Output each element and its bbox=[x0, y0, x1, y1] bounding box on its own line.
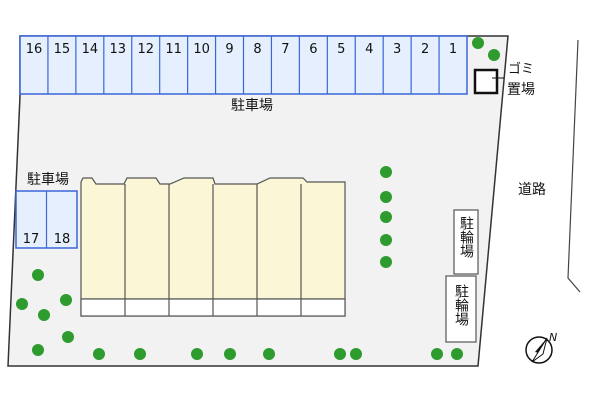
garbage-label-line2: 置場 bbox=[507, 82, 535, 98]
tree-icon bbox=[32, 269, 44, 281]
tree-icon bbox=[263, 348, 275, 360]
parking-space-1: 1 bbox=[449, 42, 457, 57]
compass-icon: N bbox=[525, 331, 557, 364]
road-edge-line bbox=[567, 39, 581, 293]
parking-space-10: 10 bbox=[193, 42, 210, 57]
bike-parking-2 bbox=[445, 275, 477, 343]
bike-parking-label-1: 駐輪場 bbox=[458, 216, 474, 258]
tree-icon bbox=[380, 234, 392, 246]
tree-icon bbox=[134, 348, 146, 360]
trees bbox=[16, 37, 500, 360]
tree-icon bbox=[380, 166, 392, 178]
building bbox=[80, 177, 346, 317]
garbage-label-line1: ゴミ bbox=[508, 61, 534, 77]
bike-parking-1 bbox=[453, 209, 479, 275]
tree-icon bbox=[380, 211, 392, 223]
parking-space-11: 11 bbox=[165, 42, 182, 57]
parking-space-17: 17 bbox=[23, 232, 40, 247]
parking-space-14: 14 bbox=[82, 42, 99, 57]
top-parking-label: 駐車場 bbox=[231, 97, 273, 114]
tree-icon bbox=[350, 348, 362, 360]
road-label: 道路 bbox=[518, 182, 546, 198]
parking-space-3: 3 bbox=[393, 42, 401, 57]
parking-space-13: 13 bbox=[110, 42, 127, 57]
garbage-area bbox=[473, 68, 499, 95]
tree-icon bbox=[380, 256, 392, 268]
left-parking-area: 17 18 bbox=[15, 190, 78, 249]
tree-icon bbox=[32, 344, 44, 356]
compass-north-label: N bbox=[549, 331, 557, 344]
parking-space-4: 4 bbox=[365, 42, 373, 57]
tree-icon bbox=[191, 348, 203, 360]
parking-space-15: 15 bbox=[54, 42, 71, 57]
tree-icon bbox=[93, 348, 105, 360]
tree-icon bbox=[431, 348, 443, 360]
parking-space-7: 7 bbox=[281, 42, 289, 57]
parking-space-16: 16 bbox=[26, 42, 43, 57]
parking-space-8: 8 bbox=[253, 42, 261, 57]
tree-icon bbox=[62, 331, 74, 343]
tree-icon bbox=[334, 348, 346, 360]
tree-icon bbox=[488, 49, 500, 61]
tree-icon bbox=[472, 37, 484, 49]
parking-space-18: 18 bbox=[54, 232, 71, 247]
top-parking-area: 16 15 14 13 12 11 10 9 8 7 6 5 4 3 2 1 bbox=[19, 35, 468, 95]
left-parking-label: 駐車場 bbox=[27, 171, 69, 188]
tree-icon bbox=[380, 191, 392, 203]
tree-icon bbox=[224, 348, 236, 360]
parking-space-5: 5 bbox=[337, 42, 345, 57]
tree-icon bbox=[38, 309, 50, 321]
parking-space-6: 6 bbox=[309, 42, 317, 57]
tree-icon bbox=[60, 294, 72, 306]
parking-space-9: 9 bbox=[225, 42, 233, 57]
bike-parking-label-2: 駐輪場 bbox=[453, 284, 469, 326]
parking-space-12: 12 bbox=[137, 42, 154, 57]
tree-icon bbox=[16, 298, 28, 310]
tree-icon bbox=[451, 348, 463, 360]
parking-space-2: 2 bbox=[421, 42, 429, 57]
